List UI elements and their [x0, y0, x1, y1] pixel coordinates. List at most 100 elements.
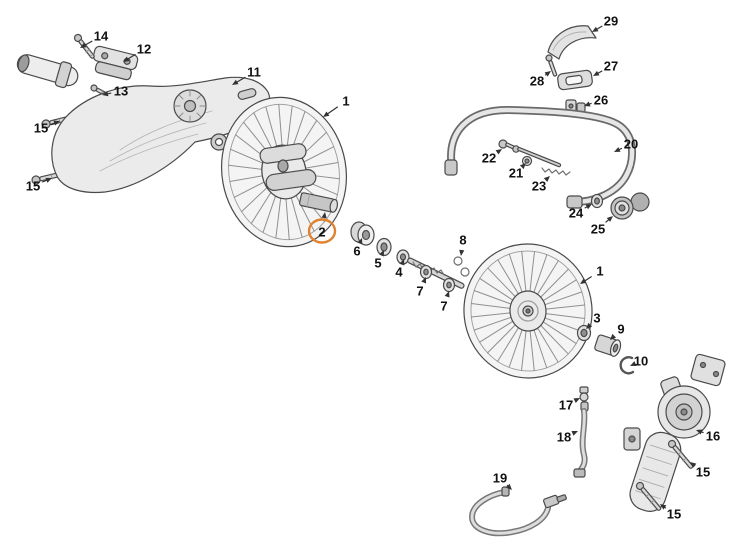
callout-arrowhead [123, 56, 130, 62]
callout-arrowhead [357, 238, 363, 245]
washer-21 [521, 155, 533, 167]
knob-nut-25 [610, 192, 650, 220]
callout-6[interactable]: 6 [353, 244, 360, 259]
callout-7[interactable]: 7 [416, 284, 423, 299]
callout-1[interactable]: 1 [596, 264, 603, 279]
callout-arrowhead [571, 430, 578, 436]
callout-arrowhead [495, 149, 502, 155]
callout-1[interactable]: 1 [342, 94, 349, 109]
callout-arrowhead [593, 70, 600, 76]
callout-arrowhead [543, 176, 550, 182]
hose-18 [573, 408, 588, 478]
callout-15[interactable]: 15 [34, 121, 48, 136]
clamp-bracket-12 [92, 45, 139, 81]
callout-12[interactable]: 12 [137, 42, 151, 57]
callout-arrowhead [610, 333, 617, 340]
screw-28 [545, 54, 558, 77]
callout-arrowhead [505, 483, 512, 490]
pin-part-2 [299, 192, 339, 213]
handle-housing-11 [51, 76, 271, 194]
callout-arrowhead [323, 111, 330, 117]
callout-26[interactable]: 26 [594, 93, 608, 108]
oring-8a [453, 256, 463, 266]
callout-24[interactable]: 24 [569, 206, 584, 221]
hose-loop-19 [469, 486, 567, 537]
cap-29 [547, 25, 597, 60]
washer-24 [590, 193, 604, 209]
callout-28[interactable]: 28 [530, 74, 544, 89]
callout-4[interactable]: 4 [395, 265, 403, 280]
washer-3 [576, 324, 592, 342]
callout-arrowhead [232, 79, 239, 85]
callout-arrowhead [630, 361, 637, 366]
callout-leader [325, 106, 339, 116]
callout-arrowhead [585, 204, 592, 210]
callout-14[interactable]: 14 [94, 29, 109, 44]
callout-18[interactable]: 18 [557, 430, 571, 445]
callout-arrowhead [586, 322, 593, 329]
callout-7[interactable]: 7 [440, 299, 447, 314]
callout-arrowhead [321, 212, 327, 219]
screw-15-bottomright-lower [635, 481, 662, 511]
callout-arrowhead [606, 216, 613, 222]
callout-arrowhead [53, 120, 60, 126]
callout-arrowhead [584, 101, 591, 107]
callout-arrowhead [573, 398, 580, 404]
callout-10[interactable]: 10 [634, 354, 648, 369]
callout-arrowhead [80, 42, 87, 48]
bracket-27 [557, 69, 593, 91]
screw-15-bottomright-upper [667, 439, 694, 469]
callout-arrowhead [399, 259, 405, 266]
bolt-and-spring-23 [512, 145, 571, 176]
grommet [210, 133, 228, 151]
callout-16[interactable]: 16 [706, 429, 720, 444]
drive-tube [16, 54, 79, 89]
callout-19[interactable]: 19 [493, 471, 507, 486]
washer-5 [376, 237, 392, 257]
callout-21[interactable]: 21 [509, 166, 523, 181]
callout-11[interactable]: 11 [247, 65, 261, 80]
callout-arrowhead [444, 291, 450, 298]
callout-17[interactable]: 17 [559, 398, 573, 413]
callout-13[interactable]: 13 [114, 84, 128, 99]
housing-16 [623, 353, 726, 512]
wheel-hub-left [259, 143, 317, 191]
callout-29[interactable]: 29 [604, 14, 618, 29]
callout-arrowhead [690, 462, 697, 468]
callout-23[interactable]: 23 [532, 179, 546, 194]
callout-arrowhead [696, 429, 703, 435]
callout-5[interactable]: 5 [374, 256, 381, 271]
callout-8[interactable]: 8 [459, 233, 466, 248]
callout-arrowhead [459, 249, 465, 256]
highlight-ring [307, 218, 337, 244]
callout-3[interactable]: 3 [593, 311, 600, 326]
callout-27[interactable]: 27 [604, 59, 618, 74]
callout-arrowhead [580, 278, 587, 284]
callout-arrowhead [421, 277, 427, 284]
callout-20[interactable]: 20 [624, 137, 638, 152]
callout-2[interactable]: 2 [318, 225, 325, 240]
oring-8b [460, 267, 470, 277]
handlebar-20 [444, 106, 636, 209]
callout-arrowhead [592, 26, 599, 32]
callout-arrowhead [102, 91, 109, 97]
callout-arrowhead [614, 147, 621, 152]
callout-arrowhead [544, 71, 551, 77]
bushing-9 [594, 334, 622, 357]
callout-15[interactable]: 15 [26, 179, 40, 194]
callout-15[interactable]: 15 [667, 507, 681, 522]
c-clip-10 [619, 356, 635, 375]
callout-22[interactable]: 22 [482, 151, 496, 166]
callout-9[interactable]: 9 [617, 322, 624, 337]
callout-arrowhead [660, 504, 667, 510]
fan-wheel-right [463, 243, 593, 379]
clamp-26 [565, 99, 586, 113]
callout-arrowhead [45, 177, 52, 183]
callout-15[interactable]: 15 [696, 465, 710, 480]
callout-arrowhead [379, 250, 384, 257]
washer-7a [419, 264, 433, 280]
callout-25[interactable]: 25 [591, 222, 605, 237]
